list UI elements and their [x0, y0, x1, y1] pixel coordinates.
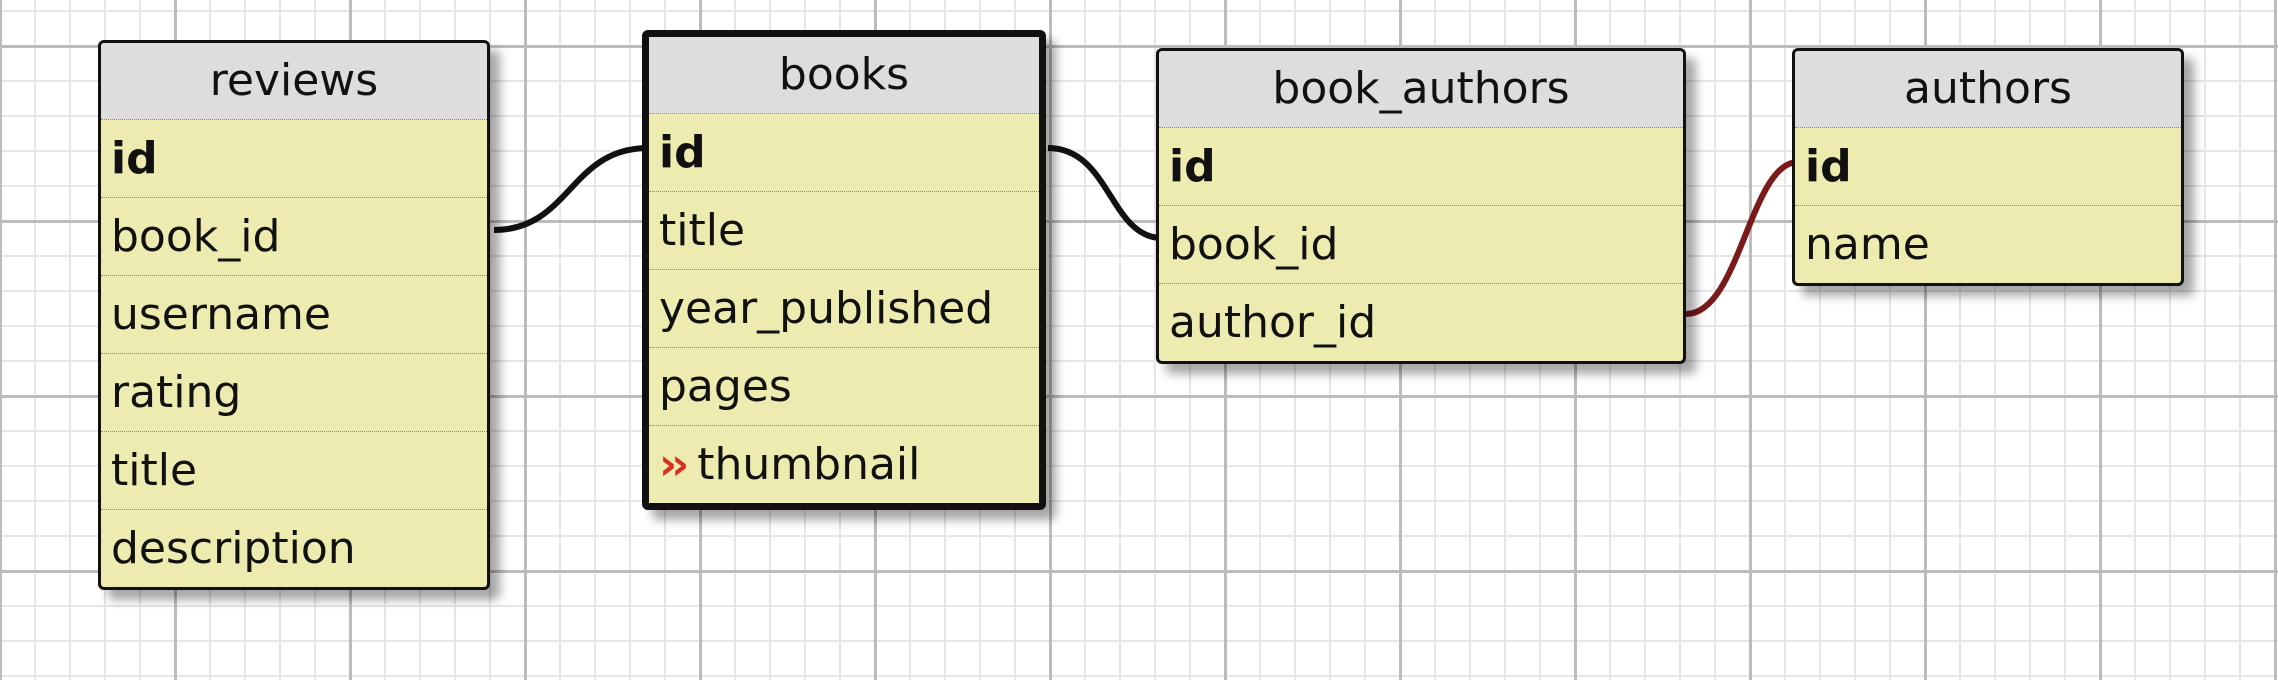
column-row-year_published[interactable]: year_published	[649, 269, 1039, 347]
table-authors[interactable]: authors id name	[1792, 48, 2184, 286]
column-row-book_id[interactable]: book_id	[101, 197, 487, 275]
table-header[interactable]: book_authors	[1159, 51, 1683, 127]
column-row-rating[interactable]: rating	[101, 353, 487, 431]
table-header[interactable]: books	[649, 37, 1039, 113]
table-books[interactable]: books id title year_published pages ››th…	[642, 30, 1046, 510]
link-book_authors-author_id-to-authors-id[interactable]	[1685, 159, 1799, 317]
table-header[interactable]: reviews	[101, 43, 487, 119]
column-row-id[interactable]: id	[1795, 127, 2181, 205]
table-book_authors[interactable]: book_authors id book_id author_id	[1156, 48, 1686, 364]
column-label: thumbnail	[697, 439, 921, 490]
table-header[interactable]: authors	[1795, 51, 2181, 127]
column-row-username[interactable]: username	[101, 275, 487, 353]
column-row-book_id[interactable]: book_id	[1159, 205, 1683, 283]
column-row-author_id[interactable]: author_id	[1159, 283, 1683, 361]
table-reviews[interactable]: reviews id book_id username rating title…	[98, 40, 490, 590]
double-chevron-right-icon: ››	[659, 439, 689, 490]
column-row-thumbnail[interactable]: ››thumbnail	[649, 425, 1039, 503]
column-row-description[interactable]: description	[101, 509, 487, 587]
link-reviews-book_id-to-books-id[interactable]	[493, 145, 649, 233]
link-books-id-to-book_authors-book_id[interactable]	[1047, 145, 1163, 241]
column-row-id[interactable]: id	[649, 113, 1039, 191]
column-row-id[interactable]: id	[101, 119, 487, 197]
column-row-title[interactable]: title	[649, 191, 1039, 269]
column-row-id[interactable]: id	[1159, 127, 1683, 205]
column-row-title[interactable]: title	[101, 431, 487, 509]
column-row-pages[interactable]: pages	[649, 347, 1039, 425]
column-row-name[interactable]: name	[1795, 205, 2181, 283]
